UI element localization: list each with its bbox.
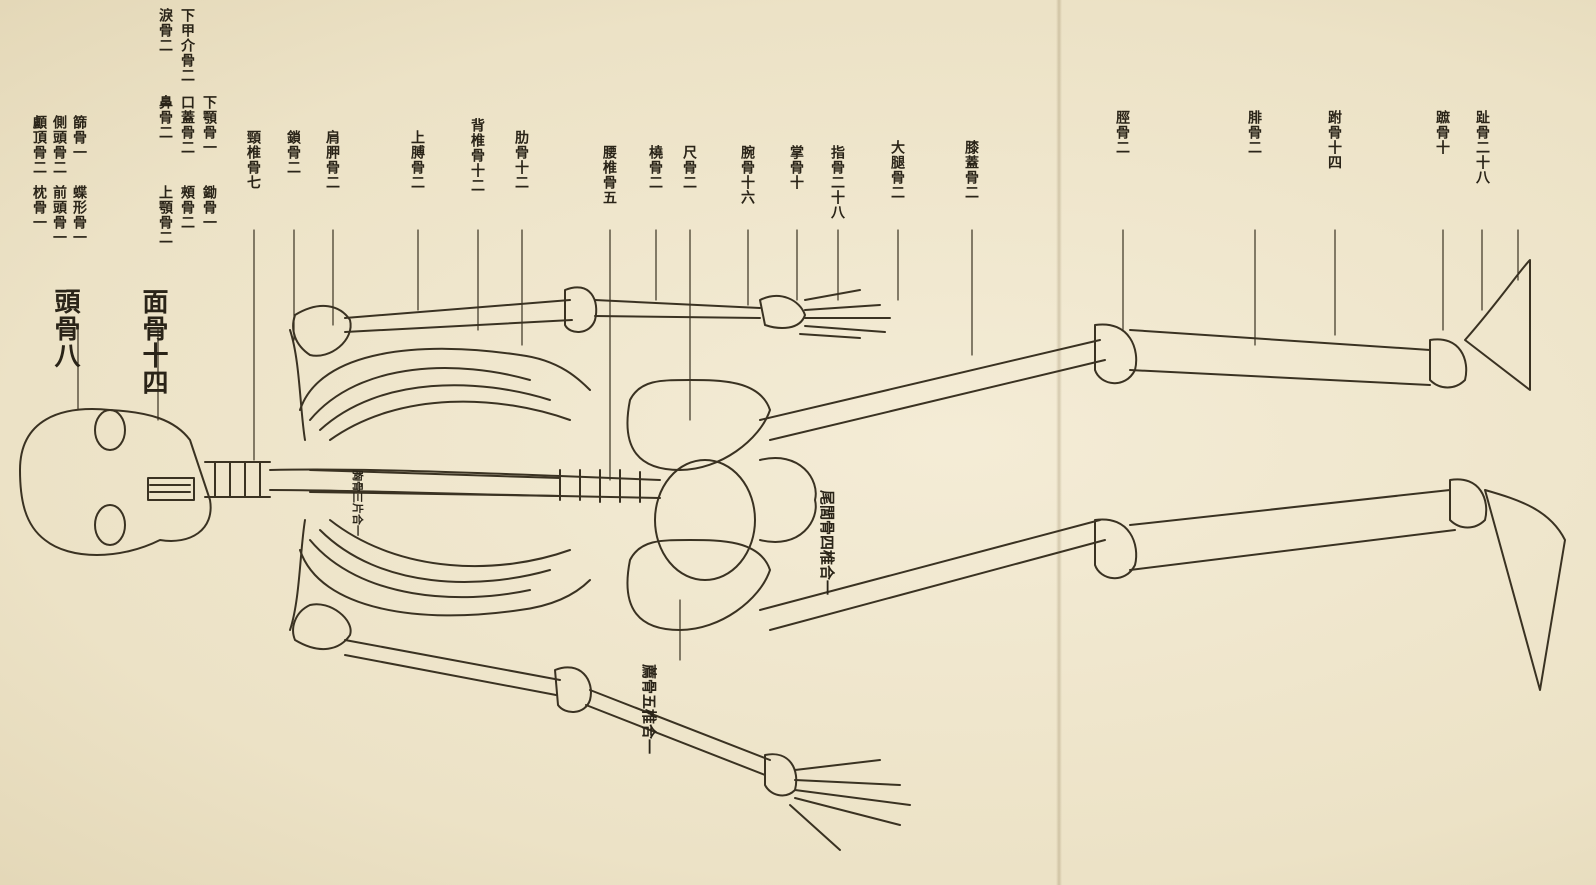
- skull-part: 顱頂骨二: [32, 115, 46, 175]
- label-scapula: 肩胛骨二: [325, 130, 339, 190]
- label-femur: 大腿骨二: [890, 140, 904, 200]
- face-part: 上顎骨二: [158, 185, 172, 245]
- skull-part: 蝶形骨一: [72, 185, 86, 245]
- leader-lines: [78, 230, 1518, 660]
- face-part: 口蓋骨二: [180, 95, 194, 155]
- label-metacarpal: 掌骨十: [789, 145, 803, 190]
- skull-part: 枕骨一: [32, 185, 46, 230]
- label-phalanges-foot: 趾骨二十八: [1475, 110, 1489, 185]
- label-phalanges-hand: 指骨二十八: [830, 145, 844, 220]
- label-humerus: 上膊骨二: [410, 130, 424, 190]
- ribcage-drawing: [300, 349, 590, 616]
- label-fibula: 腓骨二: [1247, 110, 1261, 155]
- spine-drawing: [205, 462, 660, 502]
- lower-arm-drawing: [345, 640, 910, 850]
- label-thoracic: 背椎骨十二: [470, 118, 484, 193]
- label-ulna: 尺骨二: [682, 145, 696, 190]
- label-clavicle: 鎖骨二: [286, 130, 300, 175]
- label-sacrum: 薦骨五椎合一: [639, 664, 660, 754]
- skull-part: 篩骨一: [72, 115, 86, 160]
- label-sternum: 胸骨三片合一: [350, 470, 366, 536]
- label-tarsal: 跗骨十四: [1327, 110, 1341, 170]
- face-part: 鼻骨二: [158, 95, 172, 140]
- face-part: 淚骨二: [158, 8, 172, 53]
- shoulder-drawing: [290, 306, 351, 649]
- label-carpal: 腕骨十六: [740, 145, 754, 205]
- face-part: 下甲介骨二: [180, 8, 194, 83]
- skull-part: 側頭骨二: [52, 115, 66, 175]
- face-title: 面骨十四: [140, 288, 166, 396]
- skull-title: 頭骨八: [52, 288, 78, 369]
- pelvis-drawing: [627, 380, 815, 630]
- label-coccyx: 尾閭骨四椎合一: [817, 490, 838, 595]
- face-part: 頰骨二: [180, 185, 194, 230]
- label-metatarsal: 蹠骨十: [1435, 110, 1449, 155]
- label-radius: 橈骨二: [648, 145, 662, 190]
- label-lumbar: 腰椎骨五: [602, 145, 616, 205]
- face-part: 鋤骨一: [202, 185, 216, 230]
- upper-arm-drawing: [345, 287, 890, 338]
- skull-drawing: [20, 409, 211, 555]
- face-part: 下顎骨一: [202, 95, 216, 155]
- legs-drawing: [760, 260, 1565, 690]
- label-ribs: 肋骨十二: [514, 130, 528, 190]
- label-patella: 膝蓋骨二: [964, 140, 978, 200]
- label-tibia: 脛骨二: [1115, 110, 1129, 155]
- label-cervical: 頸椎骨七: [246, 130, 260, 190]
- skull-part: 前頭骨一: [52, 185, 66, 245]
